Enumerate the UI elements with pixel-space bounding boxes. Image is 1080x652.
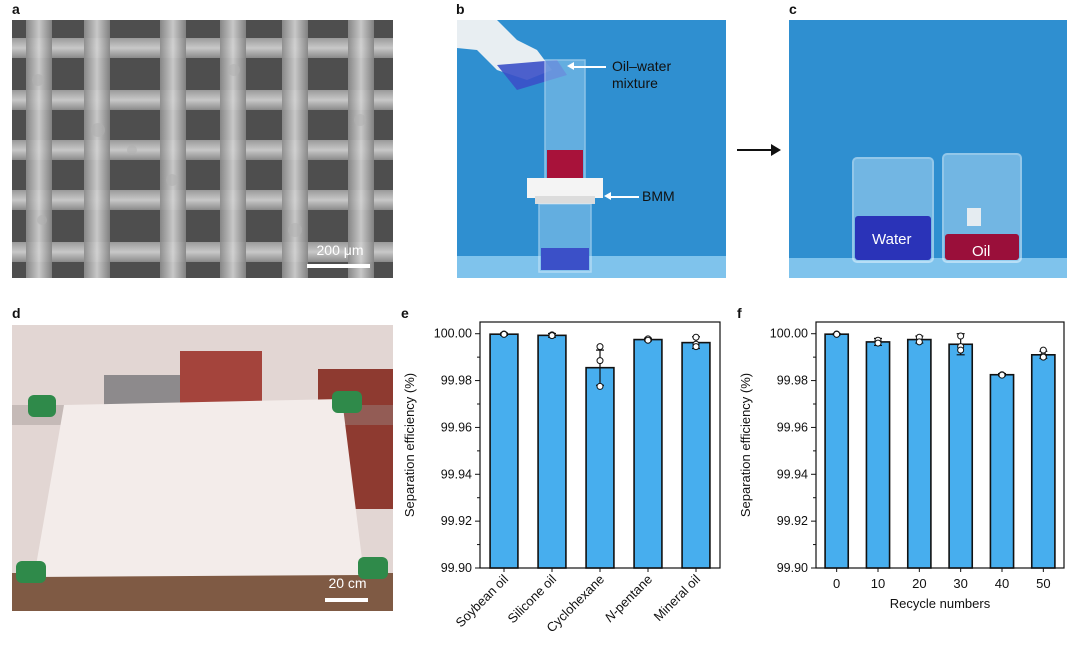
- data-point: [957, 332, 965, 340]
- data-point: [1039, 346, 1047, 354]
- separated-liquids-photo: Water Oil: [789, 20, 1067, 278]
- y-tick-label: 99.98: [441, 374, 472, 388]
- data-point: [833, 330, 841, 338]
- x-tick-label: Soybean oil: [452, 571, 511, 630]
- water-label: Water: [872, 231, 912, 248]
- separation-setup-photo: Oil–water mixture BMM: [457, 20, 726, 278]
- bar: [1030, 353, 1056, 569]
- x-tick-label: 50: [1036, 576, 1050, 591]
- y-tick-label: 99.90: [777, 561, 808, 575]
- panel-label-f: f: [737, 305, 742, 321]
- panel-label-c: c: [789, 1, 797, 17]
- bmm-arrowhead: [604, 192, 611, 200]
- scale-bar-line: [325, 598, 368, 602]
- bar: [906, 338, 932, 569]
- bmm-label: BMM: [642, 188, 675, 204]
- data-point: [957, 346, 965, 354]
- beakers-illustration: [789, 20, 1067, 278]
- y-tick-label: 99.94: [777, 467, 808, 481]
- scale-bar-line: [307, 264, 370, 268]
- bar: [681, 341, 711, 569]
- mixture-arrowhead: [567, 62, 574, 70]
- panel-label-d: d: [12, 305, 21, 321]
- panel-label-a: a: [12, 1, 20, 17]
- data-point: [644, 336, 652, 344]
- y-axis-label: Separation efficiency (%): [738, 373, 753, 517]
- data-point: [998, 371, 1006, 379]
- panel-label-b: b: [456, 1, 465, 17]
- x-tick-label: 40: [995, 576, 1009, 591]
- plot-frame: [815, 321, 1065, 569]
- data-point: [500, 330, 508, 338]
- scale-bar-label: 20 cm: [328, 575, 367, 591]
- woven-mesh-image: [12, 20, 393, 278]
- bar: [824, 333, 850, 569]
- y-axis-label: Separation efficiency (%): [402, 373, 417, 517]
- y-tick-label: 99.96: [441, 420, 472, 434]
- y-tick-label: 99.90: [441, 561, 472, 575]
- panel-label-e: e: [401, 305, 409, 321]
- data-point: [915, 338, 923, 346]
- x-tick-label: 10: [871, 576, 885, 591]
- scale-bar-label: 200 μm: [316, 242, 364, 258]
- data-point: [548, 332, 556, 340]
- data-point: [692, 333, 700, 341]
- data-point: [874, 339, 882, 347]
- y-tick-label: 99.94: [441, 467, 472, 481]
- x-tick-label: 30: [953, 576, 967, 591]
- bar: [948, 343, 974, 569]
- sem-micrograph: 200 μm: [12, 20, 393, 278]
- y-tick-label: 100.00: [434, 327, 472, 341]
- data-point: [1039, 353, 1047, 361]
- x-tick-label: 20: [912, 576, 926, 591]
- bar: [537, 334, 567, 569]
- x-tick-label: N-pentane: [602, 572, 656, 626]
- transition-arrow: [737, 149, 773, 151]
- mixture-label: mixture: [612, 75, 658, 91]
- y-tick-label: 99.92: [441, 514, 472, 528]
- oil-label: Oil: [972, 243, 991, 260]
- transition-arrowhead: [771, 144, 781, 156]
- setup-illustration: [457, 20, 726, 278]
- y-tick-label: 100.00: [770, 327, 808, 341]
- bar: [633, 338, 663, 569]
- large-membrane-photo: 20 cm: [12, 325, 393, 611]
- mixture-arrow: [572, 66, 606, 68]
- data-point: [596, 357, 604, 365]
- data-point: [692, 343, 700, 351]
- y-tick-label: 99.92: [777, 514, 808, 528]
- bar: [865, 341, 891, 569]
- y-tick-label: 99.96: [777, 420, 808, 434]
- bmm-arrow: [609, 196, 639, 198]
- membrane-illustration: [12, 325, 393, 611]
- chart-recycle-efficiency: 99.90 99.92 99.94 99.96 99.98 100.00Separatio…: [738, 321, 1065, 611]
- x-tick-label: 0: [833, 576, 840, 591]
- oil-water-label: Oil–water: [612, 58, 672, 74]
- chart-solvent-efficiency: 99.90 99.92 99.94 99.96 99.98 100.00Separatio…: [402, 321, 721, 635]
- bar: [585, 366, 615, 569]
- x-tick-label: Mineral oil: [651, 571, 704, 624]
- x-axis-label: Recycle numbers: [890, 596, 991, 611]
- y-tick-label: 99.98: [777, 374, 808, 388]
- bar: [989, 373, 1015, 569]
- data-point: [596, 382, 604, 390]
- data-point: [596, 343, 604, 351]
- bar: [489, 333, 519, 569]
